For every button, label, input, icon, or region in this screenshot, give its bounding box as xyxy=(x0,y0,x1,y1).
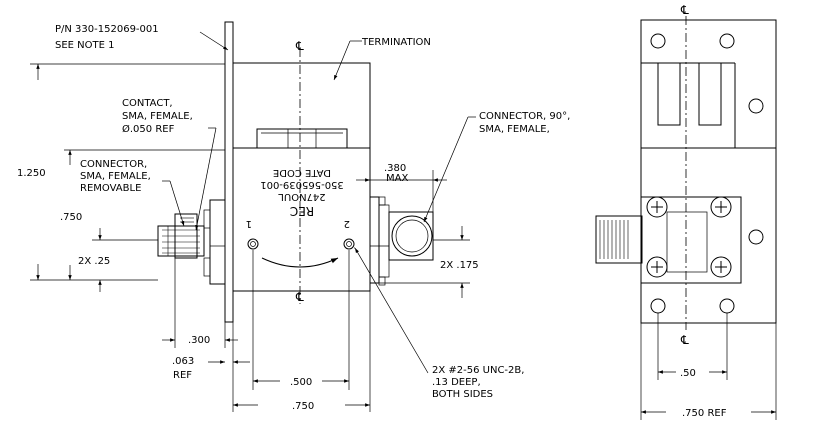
contact-note-line-2: SMA, FEMALE, xyxy=(122,111,193,122)
side-slot-right xyxy=(698,62,722,126)
side-outline xyxy=(640,19,777,324)
side-centerline-symbol-top: ℄ xyxy=(680,3,689,17)
port-1-hole xyxy=(247,238,259,250)
right-flange xyxy=(369,196,380,284)
side-hole-5 xyxy=(650,298,666,314)
side-flange xyxy=(640,196,742,284)
dim-063: .063 xyxy=(172,356,194,367)
port-2-hole xyxy=(343,238,355,250)
port-2-label: 2 xyxy=(344,218,350,229)
side-view: ℄ ℄ .50 .750 REF xyxy=(595,3,777,420)
dim-750: .750 xyxy=(292,401,314,412)
svg-text:DATE CODE: DATE CODE xyxy=(273,167,331,178)
side-hole-4 xyxy=(748,229,764,245)
connector-right-note-line-1: CONNECTOR, 90°, xyxy=(479,111,570,122)
side-hole-1 xyxy=(650,33,666,49)
contact-note-line-1: CONTACT, xyxy=(122,98,173,109)
see-note: SEE NOTE 1 xyxy=(55,40,114,51)
centerline-symbol-bottom: ℄ xyxy=(295,290,304,304)
side-hole-2 xyxy=(719,33,735,49)
port-1-label: 1 xyxy=(246,218,252,229)
holes-note-line-2: .13 DEEP, xyxy=(432,377,481,388)
side-hole-3 xyxy=(748,98,764,114)
side-screw-tl xyxy=(646,196,668,218)
dim-300: .300 xyxy=(188,335,210,346)
centerline-symbol-top: ℄ xyxy=(295,39,304,53)
side-screw-br xyxy=(710,256,732,278)
svg-text:350-565039-001: 350-565039-001 xyxy=(260,179,344,190)
front-annotations: P/N 330-152069-001 SEE NOTE 1 TERMINATIO… xyxy=(17,24,570,412)
svg-text:REC: REC xyxy=(290,204,314,218)
part-number-note: P/N 330-152069-001 xyxy=(55,24,159,35)
dim-2x-25: 2X .25 xyxy=(78,256,110,267)
front-view: 1 2 REC 247NOUL 350-565039-001 DATE CODE… xyxy=(157,21,434,323)
connector-right-note-line-2: SMA, FEMALE, xyxy=(479,124,550,135)
termination-top-block xyxy=(256,128,348,149)
dim-380: .380 xyxy=(384,163,406,174)
connector-left-note-line-1: CONNECTOR, xyxy=(80,159,147,170)
side-screw-bl xyxy=(646,256,668,278)
right-connector-90 xyxy=(388,211,434,261)
dim-2x-175: 2X .175 xyxy=(440,260,479,271)
side-screw-tr xyxy=(710,196,732,218)
termination-housing xyxy=(232,62,371,149)
connector-left-note-line-2: SMA, FEMALE, xyxy=(80,171,151,182)
circulation-arrow xyxy=(261,257,339,268)
left-sma-connector xyxy=(157,213,205,259)
contact-note-line-3: Ø.050 REF xyxy=(122,123,175,135)
dim-overall-height: 1.250 xyxy=(17,168,46,179)
holes-note-line-3: BOTH SIDES xyxy=(432,389,493,400)
side-hole-6 xyxy=(719,298,735,314)
side-sma-connector xyxy=(595,215,643,264)
side-slot-left xyxy=(657,62,681,126)
dim-500: .500 xyxy=(290,377,312,388)
dim-side-750-ref: .750 REF xyxy=(682,408,727,419)
dim-side-50: .50 xyxy=(680,368,696,379)
mounting-plate xyxy=(224,21,234,323)
svg-text:247NOUL: 247NOUL xyxy=(278,191,326,202)
body-label: REC 247NOUL 350-565039-001 DATE CODE xyxy=(260,167,344,218)
side-centerline-symbol-bottom: ℄ xyxy=(680,333,689,347)
termination-note: TERMINATION xyxy=(361,37,431,48)
holes-note-line-1: 2X #2-56 UNC-2B, xyxy=(432,365,524,376)
dim-connector-height: .750 xyxy=(60,212,82,223)
connector-left-note-line-3: REMOVABLE xyxy=(80,183,141,194)
left-flange xyxy=(209,199,226,285)
dim-063-ref: REF xyxy=(173,370,192,381)
dim-max-label: MAX xyxy=(386,173,408,184)
